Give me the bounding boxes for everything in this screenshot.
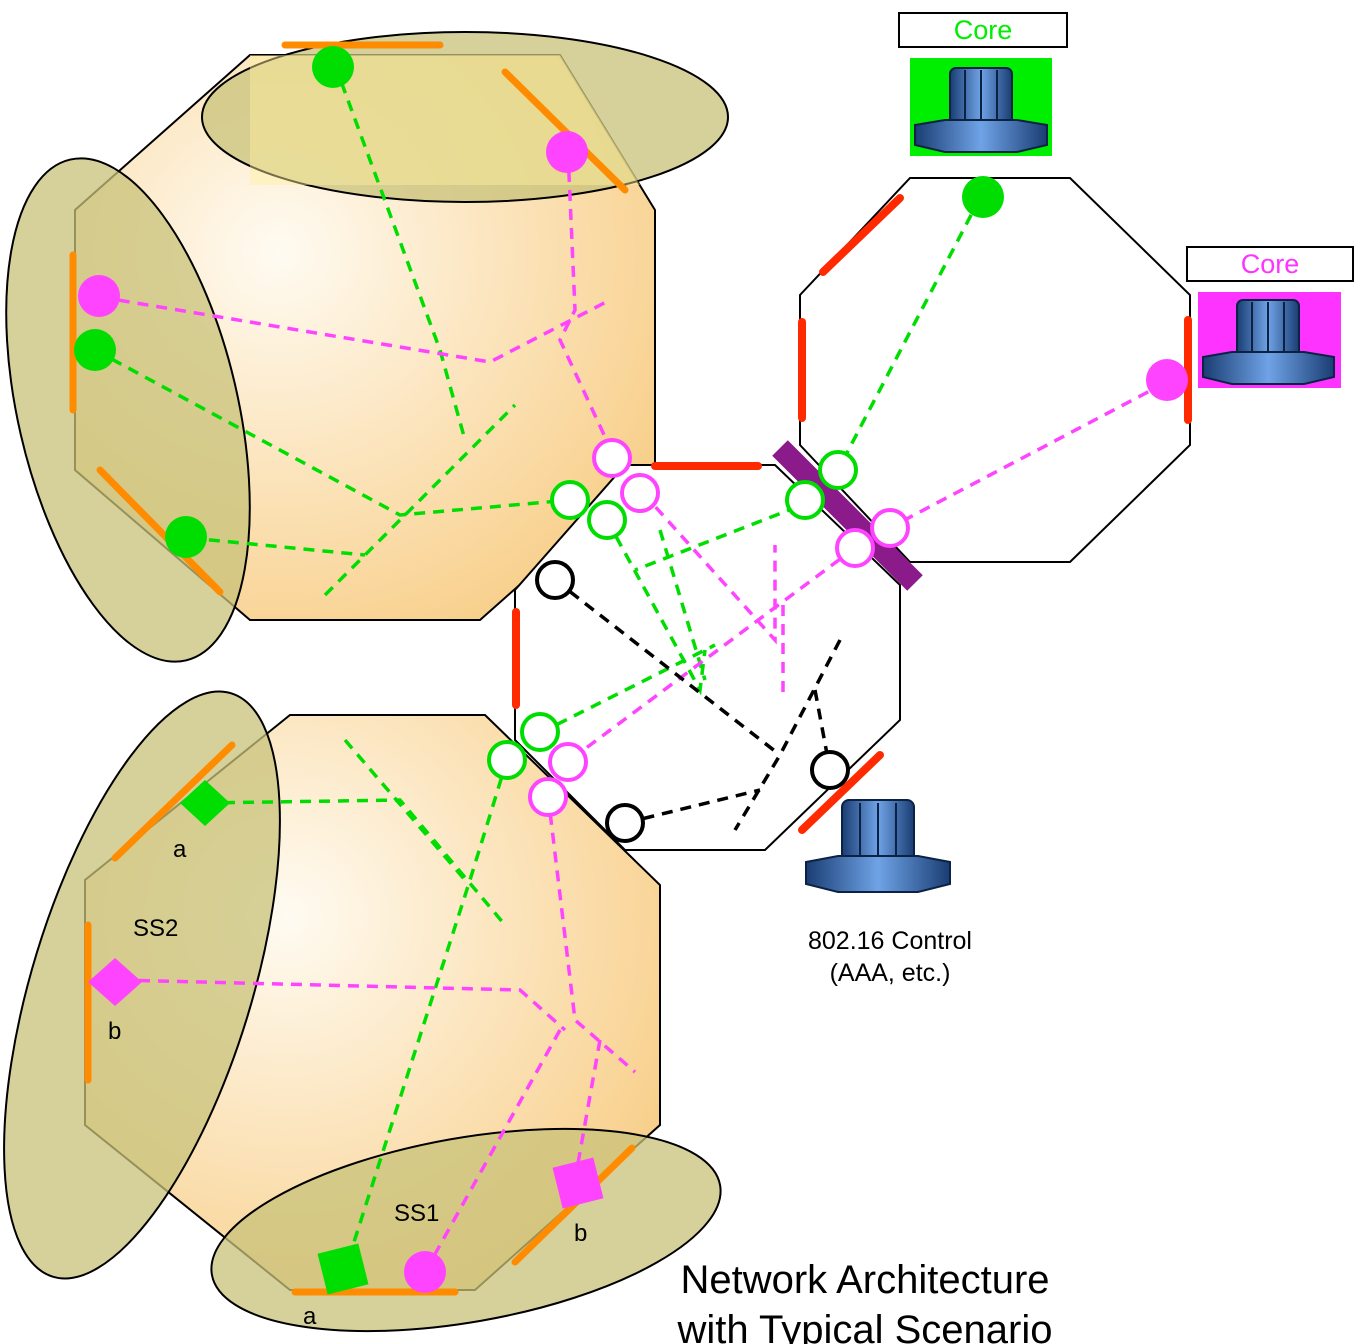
purple-shared-interface xyxy=(772,440,923,591)
label-ss2: SS2 xyxy=(133,915,179,942)
title-line2: with Typical Scenario xyxy=(677,1308,1053,1344)
magenta-node xyxy=(1146,359,1188,401)
title-line1: Network Architecture xyxy=(680,1258,1050,1302)
label-b-ss1: b xyxy=(574,1220,588,1247)
control-label-line2: (AAA, etc.) xyxy=(829,959,951,987)
magenta-node xyxy=(78,275,120,317)
lower-left-side-ellipse xyxy=(3,690,281,1280)
core-label-magenta: Core xyxy=(1186,246,1354,282)
green-node xyxy=(74,329,116,371)
green-node xyxy=(312,46,354,88)
server-icon xyxy=(805,799,951,893)
diagram-title: Network Architecture with Typical Scenar… xyxy=(590,1255,1140,1344)
ellipse-overlap xyxy=(250,55,640,185)
green-node xyxy=(962,176,1004,218)
green-node xyxy=(165,516,207,558)
label-ss1: SS1 xyxy=(394,1200,440,1227)
magenta-nodes xyxy=(78,131,1188,1293)
green-links xyxy=(94,64,982,1271)
relay-nodes xyxy=(487,438,910,843)
green-nodes xyxy=(74,46,1004,1295)
core-label-green: Core xyxy=(898,12,1068,48)
label-a-ss1: a xyxy=(303,1303,317,1330)
core-server-icon xyxy=(910,58,1052,156)
green-diamond-node xyxy=(180,780,230,826)
magenta-node xyxy=(404,1251,446,1293)
red-interfaces xyxy=(512,194,1192,834)
magenta-node xyxy=(546,131,588,173)
control-label: 802.16 Control (AAA, etc.) xyxy=(760,925,1020,989)
magenta-links xyxy=(99,151,1166,1273)
control-label-line1: 802.16 Control xyxy=(807,927,972,955)
core-server-icon xyxy=(1198,292,1341,388)
green-square-node xyxy=(317,1243,369,1295)
label-a-ss2: a xyxy=(173,836,187,863)
label-b-ss2: b xyxy=(108,1018,122,1045)
magenta-diamond-node xyxy=(88,958,142,1006)
magenta-square-node xyxy=(552,1157,604,1209)
